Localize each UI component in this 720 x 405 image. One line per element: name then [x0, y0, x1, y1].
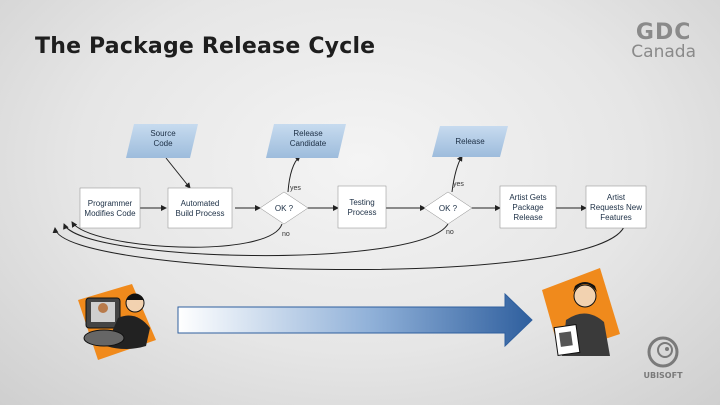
release-candidate-label-1: Release — [293, 129, 323, 138]
artist-requests-box: Artist Requests New Features — [585, 185, 647, 229]
release-candidate-shape: Release Candidate — [266, 124, 346, 158]
source-code-label-1: Source — [150, 129, 176, 138]
source-code-label-2: Code — [153, 139, 173, 148]
ubisoft-swirl-icon — [647, 336, 679, 368]
ok1-no-label: no — [282, 231, 290, 238]
progress-arrow — [177, 292, 533, 348]
artist-gets-label-3: Release — [513, 213, 543, 222]
artist-gets-box: Artist Gets Package Release — [499, 185, 557, 229]
artist-with-tablet-icon — [542, 268, 620, 356]
automated-build-label-2: Build Process — [176, 209, 225, 218]
logo-line2: Canada — [631, 42, 696, 62]
ok2-yes-label: yes — [453, 181, 464, 188]
source-code-shape: Source Code — [126, 124, 198, 158]
programmer-label-1: Programmer — [88, 199, 133, 208]
ubisoft-wordmark: UBISOFT — [643, 371, 683, 380]
testing-label-2: Process — [348, 208, 377, 217]
testing-label-1: Testing — [349, 198, 374, 207]
ok1-yes-label: yes — [290, 185, 301, 192]
artist-gets-label-1: Artist Gets — [509, 193, 546, 202]
artist-gets-label-2: Package — [512, 203, 544, 212]
ok1-label: OK ? — [275, 204, 294, 213]
gdc-canada-logo: GDC Canada — [631, 22, 696, 61]
testing-box: Testing Process — [337, 185, 387, 229]
automated-build-label-1: Automated — [181, 199, 220, 208]
programmer-label-2: Modifies Code — [84, 209, 136, 218]
logo-line1: GDC — [635, 20, 692, 45]
programmer-at-computer-icon — [78, 284, 156, 360]
artist-requests-label-1: Artist — [607, 193, 626, 202]
ok2-decision: OK ? — [423, 191, 473, 225]
ok2-no-label: no — [446, 229, 454, 236]
connectors — [52, 155, 626, 270]
ok1-decision: OK ? — [259, 191, 309, 225]
ok2-label: OK ? — [439, 204, 458, 213]
artist-requests-label-3: Features — [600, 213, 632, 222]
automated-build-box: Automated Build Process — [167, 187, 233, 229]
page-title: The Package Release Cycle — [35, 34, 376, 59]
release-candidate-label-2: Candidate — [290, 139, 327, 148]
programmer-box: Programmer Modifies Code — [79, 187, 141, 229]
release-label: Release — [455, 137, 485, 146]
artist-requests-label-2: Requests New — [590, 203, 642, 212]
release-shape: Release — [432, 126, 508, 157]
